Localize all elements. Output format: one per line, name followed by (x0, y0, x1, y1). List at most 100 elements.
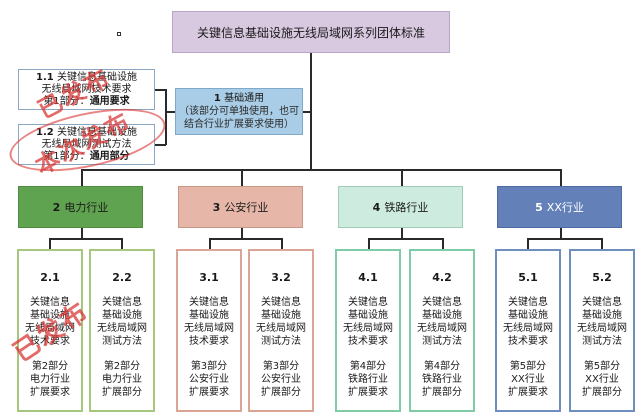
part-prefix: 第1部分： (43, 95, 90, 107)
base-node: 1 基础通用 （该部分可单独使用，也可 结合行业扩展要求使用） (175, 88, 303, 135)
connector-2-1 (49, 238, 51, 249)
standard-l2: 基础设施 (348, 310, 388, 321)
part-line-3: 第1部分：通用部分 (43, 151, 129, 163)
small-square-mark (117, 32, 121, 36)
connector-5-bar (527, 238, 602, 240)
root-title: 关键信息基础设施无线局域网系列团体标准 (196, 25, 425, 40)
standard-num: 5.2 (592, 271, 612, 284)
standard-p3: 扩展要求 (189, 387, 229, 398)
standard-l4: 技术要求 (508, 336, 548, 347)
base-note-1: （该部分可单独使用，也可 (179, 106, 299, 117)
standard-l1: 关键信息 (582, 297, 622, 308)
connector-base-left (303, 111, 310, 113)
standard-l2: 基础设施 (422, 310, 462, 321)
standard-l4: 测试方法 (422, 336, 462, 347)
standard-p3: 扩展部分 (582, 387, 622, 398)
standard-l3: 无线局域网 (25, 323, 75, 334)
standard-num: 4.2 (432, 271, 452, 284)
connector-industry-4 (401, 169, 403, 186)
standard-l4: 测试方法 (261, 336, 301, 347)
standard-num: 4.1 (358, 271, 378, 284)
connector-5-2 (601, 238, 603, 249)
standard-l4: 测试方法 (102, 336, 142, 347)
part-node-1-1: 1.1 关键信息基础设施 无线局域网技术要求 第1部分：通用要求 (18, 69, 155, 110)
part-text: 关键信息基础设施 (56, 71, 137, 83)
standard-p3: 扩展部分 (102, 387, 142, 398)
standard-p3: 扩展部分 (422, 387, 462, 398)
connector-4-down (401, 228, 403, 239)
connector-4-1 (368, 238, 370, 249)
connector-industry-5 (560, 169, 562, 186)
industry-label: 铁路行业 (384, 201, 429, 214)
standard-p2: 铁路行业 (422, 374, 462, 385)
standard-l2: 基础设施 (189, 310, 229, 321)
connector-4-2 (442, 238, 444, 249)
standard-node-3-2: 3.2 关键信息 基础设施 无线局域网 测试方法 第3部分 公安行业 扩展部分 (248, 249, 314, 412)
part-node-1-2: 1.2 关键信息基础设施 无线局域网测试方法 第1部分：通用部分 (18, 124, 155, 165)
base-title: 基础通用 (224, 93, 265, 104)
standard-num: 2.1 (40, 271, 60, 284)
standard-l2: 基础设施 (582, 310, 622, 321)
connector-root-down (310, 53, 312, 170)
standard-l1: 关键信息 (348, 297, 388, 308)
root-node: 关键信息基础设施无线局域网系列团体标准 (172, 11, 450, 53)
standard-node-4-2: 4.2 关键信息 基础设施 无线局域网 测试方法 第4部分 铁路行业 扩展部分 (409, 249, 475, 412)
part-text: 关键信息基础设施 (56, 126, 137, 138)
part-line-3: 第1部分：通用要求 (43, 96, 129, 108)
part-line-2: 无线局域网测试方法 (41, 138, 132, 150)
standard-p2: 电力行业 (102, 374, 142, 385)
standard-l1: 关键信息 (261, 297, 301, 308)
standard-node-4-1: 4.1 关键信息 基础设施 无线局域网 技术要求 第4部分 铁路行业 扩展要求 (335, 249, 401, 412)
standard-l4: 技术要求 (30, 336, 70, 347)
connector-part2 (155, 144, 166, 146)
standard-l1: 关键信息 (189, 297, 229, 308)
connector-industry-bar (81, 169, 561, 171)
part-bold: 通用要求 (89, 95, 130, 107)
connector-parts-spine (165, 89, 167, 145)
standard-p3: 扩展要求 (508, 387, 548, 398)
connector-industry-3 (241, 169, 243, 186)
connector-2-down (81, 228, 83, 239)
part-line-1: 1.1 关键信息基础设施 (36, 72, 137, 84)
connector-industry-2 (81, 169, 83, 186)
standard-l2: 基础设施 (30, 310, 70, 321)
standard-p3: 扩展部分 (261, 387, 301, 398)
standard-num: 5.1 (518, 271, 538, 284)
standard-p3: 扩展要求 (30, 387, 70, 398)
standard-p1: 第5部分 (583, 361, 621, 372)
standard-p1: 第2部分 (31, 361, 69, 372)
standard-p1: 第5部分 (509, 361, 547, 372)
standard-p2: 铁路行业 (348, 374, 388, 385)
connector-5-down (560, 228, 562, 239)
standard-l3: 无线局域网 (503, 323, 553, 334)
standard-l3: 无线局域网 (97, 323, 147, 334)
part-line-2: 无线局域网技术要求 (41, 83, 132, 95)
standard-node-5-1: 5.1 关键信息 基础设施 无线局域网 技术要求 第5部分 XX行业 扩展要求 (495, 249, 561, 412)
industry-num: 5 (535, 200, 543, 214)
connector-5-1 (527, 238, 529, 249)
industry-label: 公安行业 (224, 201, 269, 214)
standard-l4: 测试方法 (582, 336, 622, 347)
standard-p1: 第4部分 (423, 361, 461, 372)
industry-label: XX行业 (546, 201, 584, 214)
connector-3-2 (281, 238, 283, 249)
standard-l1: 关键信息 (30, 297, 70, 308)
connector-3-1 (209, 238, 211, 249)
standard-node-2-2: 2.2 关键信息 基础设施 无线局域网 测试方法 第2部分 电力行业 扩展部分 (89, 249, 155, 412)
standard-l1: 关键信息 (102, 297, 142, 308)
standard-l1: 关键信息 (422, 297, 462, 308)
industry-num: 4 (372, 200, 381, 214)
base-num: 1 (213, 93, 221, 104)
connector-part1 (155, 89, 166, 91)
standard-p2: XX行业 (585, 374, 619, 385)
standard-l4: 技术要求 (348, 336, 388, 347)
connector-2-bar (49, 238, 122, 240)
standard-num: 3.2 (271, 271, 291, 284)
base-heading: 1 基础通用 (214, 92, 264, 105)
industry-label: 电力行业 (64, 201, 109, 214)
standard-l2: 基础设施 (261, 310, 301, 321)
standard-p1: 第4部分 (349, 361, 387, 372)
standard-p2: 公安行业 (261, 374, 301, 385)
